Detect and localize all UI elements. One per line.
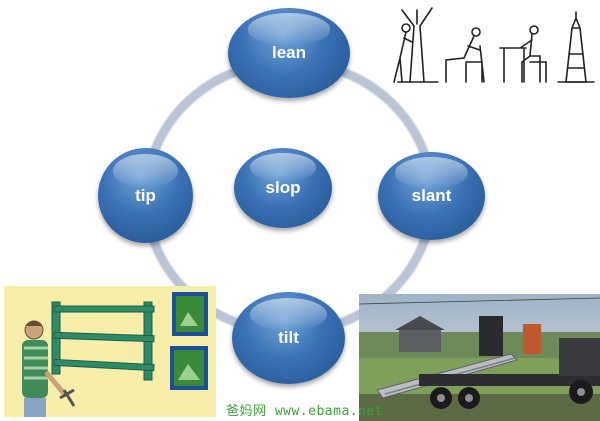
node-tilt-label: tilt — [278, 328, 299, 347]
tilted-shelf-illustration — [4, 286, 216, 417]
leaning-sketch-illustration — [393, 7, 595, 83]
node-slant-label: slant — [411, 186, 452, 205]
node-tilt: tilt — [232, 292, 345, 384]
node-slop-label: slop — [265, 178, 301, 197]
node-slant: slant — [378, 152, 485, 240]
node-tip-label: tip — [135, 185, 156, 205]
node-tip: tip — [98, 148, 193, 243]
node-slop: slop — [234, 148, 332, 228]
watermark-text: 爸妈网 www.ebama.net — [226, 404, 384, 419]
tilt-trailer-photo — [359, 294, 600, 421]
node-lean: lean — [228, 8, 350, 98]
node-lean-label: lean — [271, 43, 307, 62]
